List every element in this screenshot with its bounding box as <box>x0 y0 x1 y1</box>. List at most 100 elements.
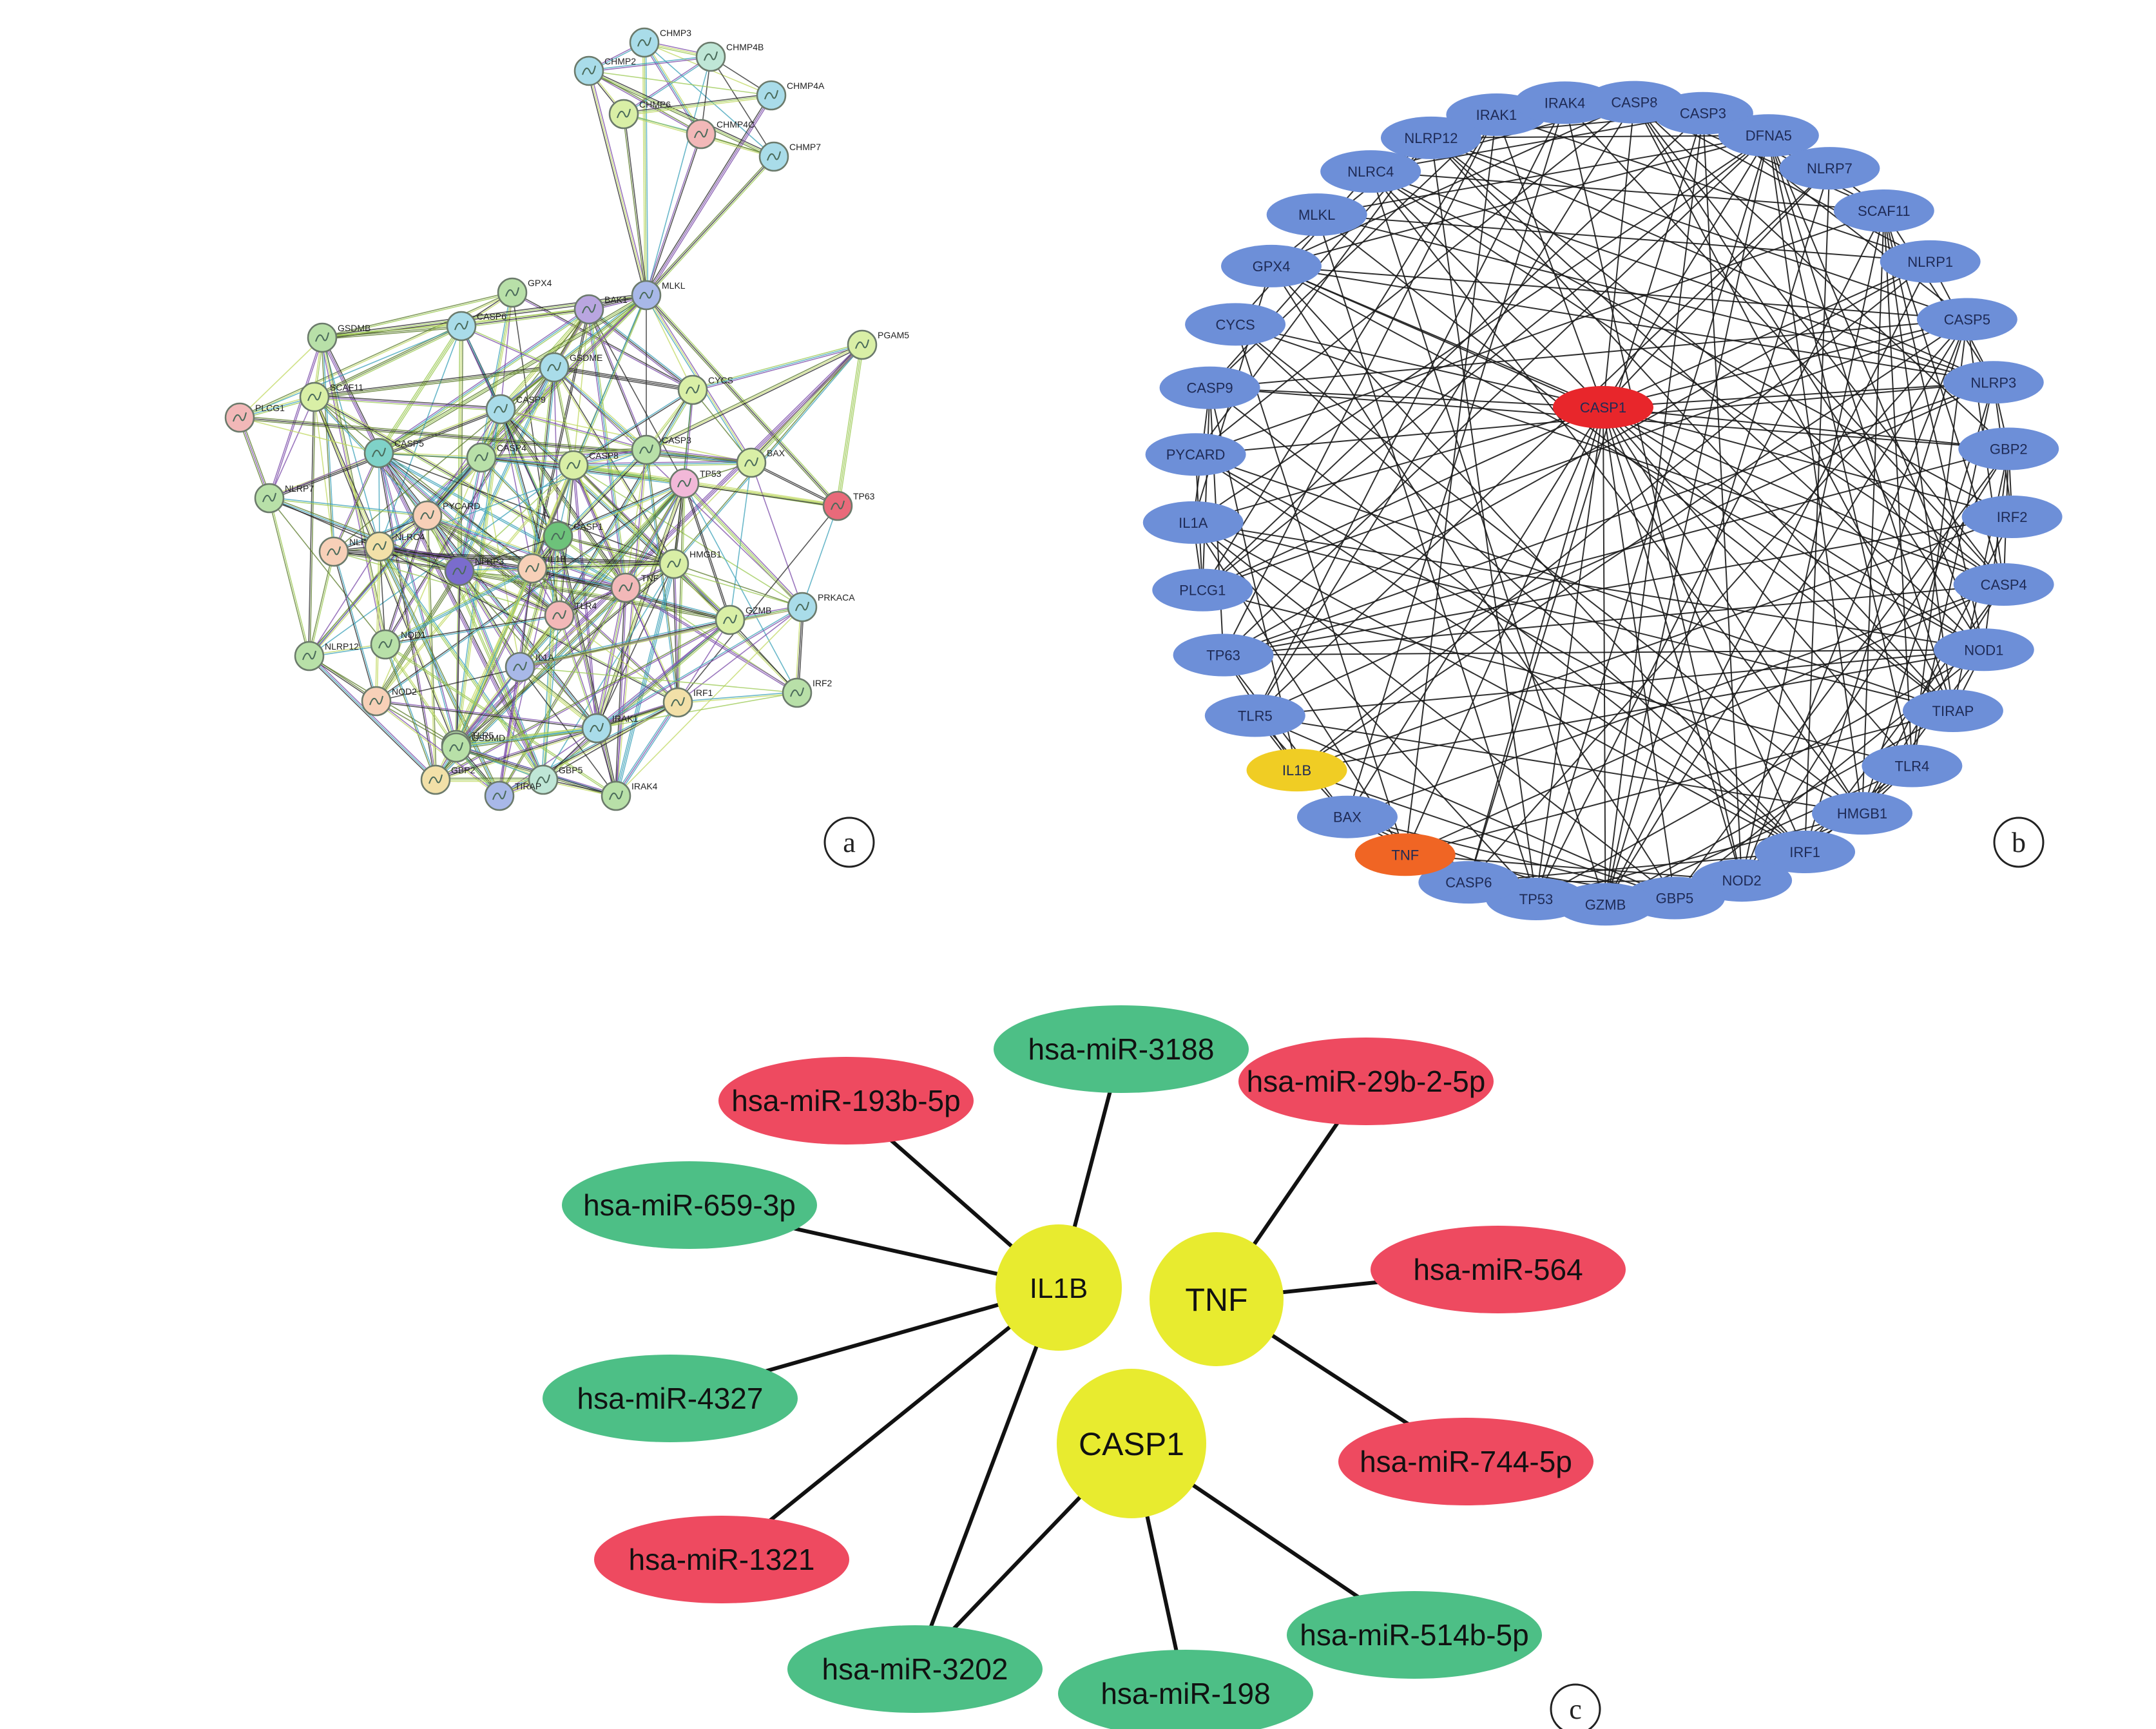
panel-b-node-ellipse <box>1152 568 1253 612</box>
panel-b-edge <box>1347 102 1566 817</box>
panel-a-node-gsdmd: GSDMD <box>441 732 505 763</box>
panel-a-edge <box>589 307 694 389</box>
panel-a-node-label: PGAM5 <box>878 330 909 340</box>
panel-a-edge <box>517 536 557 667</box>
panel-a-edge <box>596 563 675 729</box>
panel-a-edge <box>455 614 559 745</box>
panel-b-edge <box>1603 382 1994 408</box>
panel-a-node-label: BAK1 <box>604 295 628 305</box>
panel-a-edge <box>645 41 703 134</box>
panel-a-edge <box>378 309 590 454</box>
panel-b-node-bax: BAX <box>1296 795 1398 838</box>
protein-structure-icon <box>474 452 488 462</box>
panel-b-node-label: TLR5 <box>1238 708 1273 724</box>
panel-a-edge <box>455 570 459 748</box>
panel-b-node-ellipse <box>1246 749 1347 792</box>
panel-a-edge <box>646 95 772 296</box>
panel-a-edge <box>532 561 674 568</box>
panel-a-edge <box>647 293 840 505</box>
panel-a-edge <box>596 692 798 729</box>
panel-b-label-text: b <box>2012 827 2026 858</box>
panel-b-node-gpx4: GPX4 <box>1220 244 1322 287</box>
panel-a-edge <box>385 568 533 645</box>
panel-a-edge <box>269 338 323 499</box>
panel-b-edge <box>1535 649 1985 900</box>
panel-c-mirna-hsa-mir-29b-2-5p: hsa-miR-29b-2-5p <box>1238 1038 1494 1125</box>
panel-a-edge <box>531 568 678 704</box>
panel-b-node-ellipse <box>1812 792 1913 835</box>
panel-a-edge <box>554 367 575 465</box>
panel-a-edge <box>268 498 309 657</box>
panel-a-node-label: BAX <box>767 448 785 458</box>
panel-a-edge <box>435 702 679 780</box>
panel-c-mirna-hsa-mir-193b-5p: hsa-miR-193b-5p <box>718 1057 974 1145</box>
panel-a-node-label: CHMP6 <box>639 99 671 110</box>
panel-b-edge <box>1404 114 1497 855</box>
panel-b-edge <box>1603 407 1913 767</box>
panel-a-edge <box>385 516 428 645</box>
panel-a-edge <box>646 345 863 452</box>
panel-b-node-ellipse <box>1933 628 2034 671</box>
panel-a-edge <box>269 497 386 645</box>
panel-b-node-label: TP53 <box>1519 891 1554 907</box>
panel-a-node-label: CASP1 <box>573 521 603 532</box>
panel-b-node-label: IL1B <box>1282 762 1311 778</box>
panel-a-edge <box>519 617 730 666</box>
panel-b-edge <box>1603 407 1863 814</box>
panel-a-edge <box>594 587 625 728</box>
panel-a-edge <box>624 588 797 694</box>
panel-a-edge <box>617 702 680 797</box>
panel-a-edge <box>314 396 501 410</box>
panel-c-mirna-ellipse <box>1058 1650 1313 1729</box>
panel-b-edge <box>1223 649 1984 656</box>
panel-a-node-chmp6: CHMP6 <box>608 99 671 130</box>
panel-a-edge <box>322 324 461 337</box>
panel-b-edge <box>1223 448 2009 656</box>
panel-a-edge <box>677 691 797 702</box>
panel-b-edge <box>1603 407 1675 898</box>
panel-a-edge <box>499 666 521 797</box>
panel-b-node-label: TP63 <box>1206 647 1240 663</box>
panel-a-node-label: IRF1 <box>693 688 713 698</box>
panel-a-node-label: CHMP2 <box>604 56 636 66</box>
panel-a-edge <box>589 70 702 134</box>
panel-b-node-label: CASP3 <box>1680 106 1726 122</box>
panel-a-edge <box>589 69 775 156</box>
panel-c-mirna-ellipse <box>594 1516 849 1603</box>
protein-structure-icon <box>378 639 392 649</box>
panel-a-edge <box>455 568 532 748</box>
panel-a-edge <box>481 456 559 536</box>
panel-a-node-label: GPX4 <box>528 278 552 288</box>
panel-a-edge <box>519 606 802 667</box>
panel-a-edge <box>384 515 427 644</box>
panel-a-edge <box>459 458 483 572</box>
panel-a-edge <box>588 55 711 71</box>
panel-b-node-label: BAX <box>1333 809 1362 826</box>
panel-a-edge <box>644 42 647 296</box>
panel-c-label-text: c <box>1569 1694 1582 1725</box>
panel-a-edge <box>678 483 686 703</box>
panel-b-edge <box>1603 102 1635 408</box>
panel-a-edge <box>425 516 519 668</box>
panel-c-mirna-label: hsa-miR-193b-5p <box>731 1084 960 1117</box>
panel-b-edge <box>1347 584 2004 818</box>
panel-a-edge <box>614 701 677 796</box>
protein-structure-icon <box>536 774 550 784</box>
panel-a-edge <box>573 463 838 505</box>
panel-a-edge <box>645 42 649 295</box>
protein-structure-icon <box>855 339 869 349</box>
protein-structure-icon <box>454 320 468 331</box>
panel-a-node-label: IL1B <box>548 554 566 564</box>
panel-c-mirna-hsa-mir-1321: hsa-miR-1321 <box>594 1516 849 1603</box>
panel-b-edge <box>1496 114 1604 408</box>
panel-a-node-chmp3: CHMP3 <box>629 27 691 58</box>
panel-c-mirna-ellipse <box>1338 1418 1593 1505</box>
panel-b-node-mlkl: MLKL <box>1266 193 1367 237</box>
panel-c-mirna-hsa-mir-4327: hsa-miR-4327 <box>543 1355 798 1442</box>
panel-b-edge <box>1222 114 1497 655</box>
panel-a-edge <box>553 367 647 450</box>
panel-c-mirna-hsa-mir-514b-5p: hsa-miR-514b-5p <box>1287 1591 1542 1679</box>
panel-a-edge <box>376 546 381 702</box>
panel-b-edge <box>1370 171 1863 814</box>
protein-structure-icon <box>233 412 247 422</box>
